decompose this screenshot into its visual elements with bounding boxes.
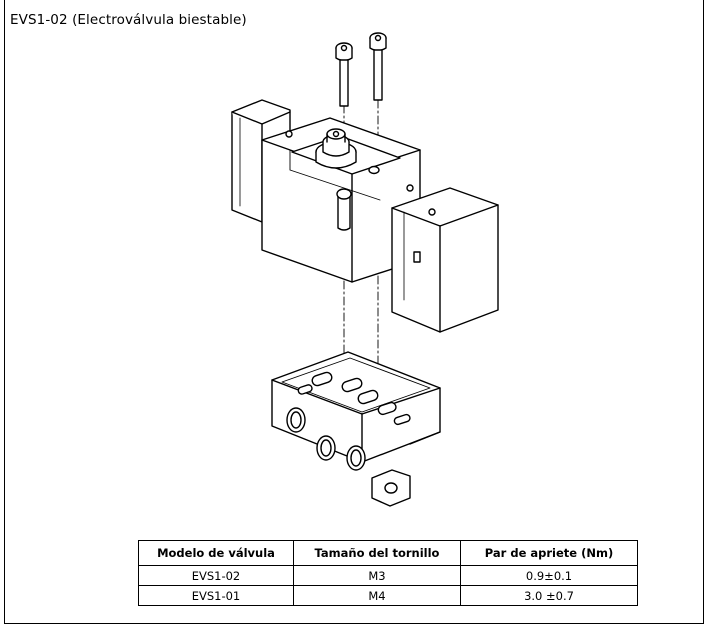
table-cell: EVS1-02	[138, 565, 294, 586]
table-cell: M3	[293, 565, 461, 586]
table-header-row: Modelo de válvula Tamaño del tornillo Pa…	[138, 540, 638, 566]
torque-table: Modelo de válvula Tamaño del tornillo Pa…	[138, 540, 638, 606]
valve-body	[231, 99, 499, 333]
page-title: EVS1-02 (Electroválvula biestable)	[10, 12, 247, 28]
screw-right	[369, 32, 387, 101]
page-frame	[4, 0, 704, 624]
table-cell: 3.0 ±0.7	[460, 585, 638, 606]
sub-base	[271, 351, 441, 507]
table-cell: EVS1-01	[138, 585, 294, 606]
column-header-screw-size: Tamaño del tornillo	[293, 540, 461, 566]
table-cell: M4	[293, 585, 461, 606]
column-header-torque: Par de apriete (Nm)	[460, 540, 638, 566]
table-row: EVS1-02 M3 0.9±0.1	[138, 565, 638, 586]
table-row: EVS1-01 M4 3.0 ±0.7	[138, 585, 638, 606]
column-header-model: Modelo de válvula	[138, 540, 294, 566]
valve-assembly-drawing	[231, 32, 499, 507]
screw-left	[335, 42, 353, 107]
table-cell: 0.9±0.1	[460, 565, 638, 586]
